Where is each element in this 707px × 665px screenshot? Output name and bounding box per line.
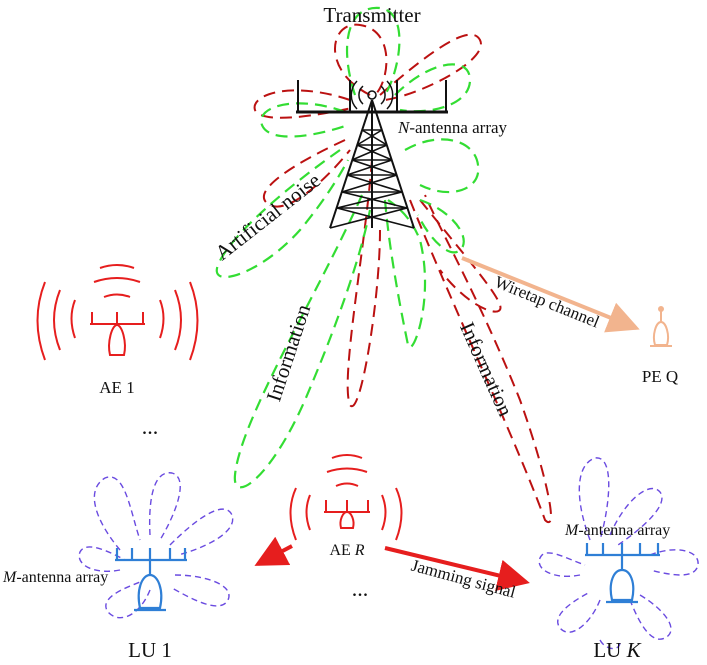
jamming-arrow-right bbox=[384, 546, 530, 591]
legitimate-user-k-beam bbox=[538, 457, 699, 650]
info-beam-lobe-top bbox=[334, 23, 388, 96]
jamming-arrow-left bbox=[254, 536, 293, 566]
legitimate-user-1-beam bbox=[78, 472, 234, 619]
n-antenna-array-label: N-antenna array bbox=[397, 118, 508, 137]
active-eavesdropper-1 bbox=[36, 264, 199, 361]
lu-k-label: LU K bbox=[593, 638, 641, 662]
noise-lobe-center bbox=[383, 199, 427, 349]
information-beams bbox=[253, 23, 552, 524]
noise-lobe-info-left bbox=[233, 194, 372, 489]
legitimate-user-k-device bbox=[585, 543, 660, 604]
transmitter-label: Transmitter bbox=[323, 3, 420, 27]
noise-lobe-left bbox=[260, 102, 349, 138]
information-label-left: Information bbox=[261, 301, 315, 404]
noise-lobe-right bbox=[404, 138, 480, 194]
information-label-right: Information bbox=[455, 318, 518, 420]
artificial-noise-label: Artificial noise bbox=[210, 168, 324, 265]
info-beam-lobe-left bbox=[253, 89, 353, 119]
active-eavesdropper-r bbox=[289, 454, 403, 541]
noise-lobe-top-right bbox=[394, 63, 472, 113]
info-beam-lobe-top-right bbox=[379, 33, 482, 101]
ae-dots: ... bbox=[142, 414, 159, 439]
legitimate-user-1-device bbox=[115, 548, 187, 612]
wiretap-channel-label: Wiretap channel bbox=[492, 272, 602, 331]
info-beam-center-down bbox=[346, 159, 381, 408]
noise-lobe-artificial bbox=[215, 149, 349, 279]
ae-r-label: AE R bbox=[329, 542, 364, 559]
transmitter-tower bbox=[296, 80, 448, 229]
ae-1-label: AE 1 bbox=[99, 378, 134, 397]
m-antenna-array-left-label: M-antenna array bbox=[2, 569, 108, 586]
lu-1-label: LU 1 bbox=[128, 638, 172, 662]
noise-lobe-top bbox=[345, 6, 401, 96]
passive-eavesdropper-device bbox=[650, 306, 672, 347]
lu-dots: ... bbox=[352, 576, 369, 601]
wiretap-channel-arrow bbox=[461, 256, 640, 333]
pe-q-label: PE Q bbox=[642, 367, 678, 386]
info-beam-lobe-left-lower bbox=[263, 139, 351, 208]
artificial-noise-beams bbox=[215, 6, 480, 489]
jamming-signal-label: Jamming signal bbox=[409, 556, 518, 602]
info-beam-right-mid bbox=[419, 199, 502, 313]
m-antenna-array-right-label: M-antenna array bbox=[564, 522, 670, 539]
info-beam-right-down bbox=[409, 194, 552, 524]
noise-lobe-right-low bbox=[417, 198, 465, 254]
